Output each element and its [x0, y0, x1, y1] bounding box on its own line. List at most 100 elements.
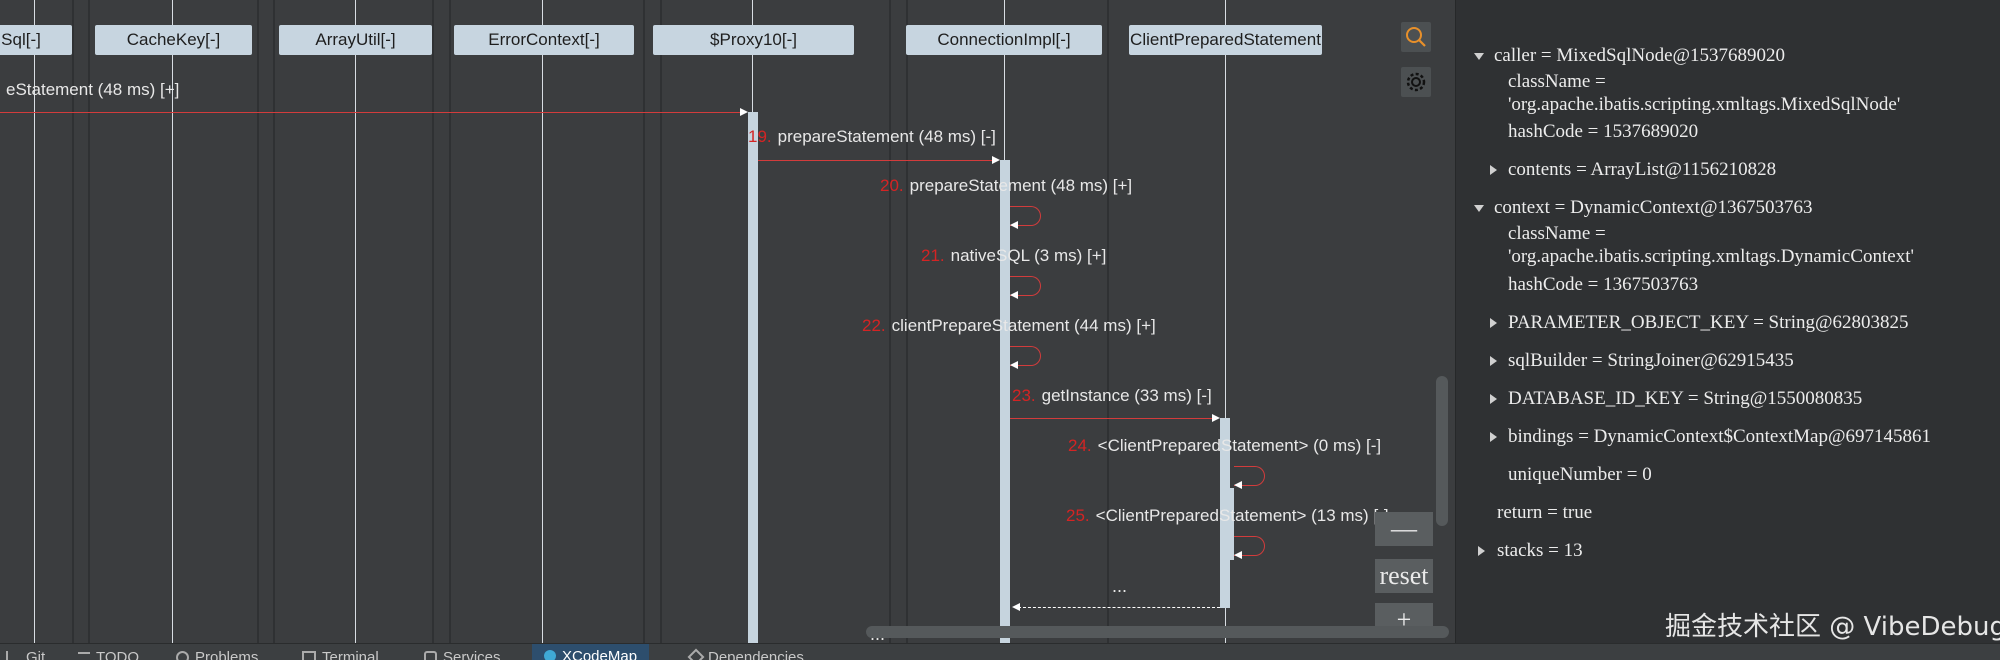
- arrow-head: [1010, 361, 1018, 369]
- expand-arrow-icon[interactable]: [1474, 205, 1484, 212]
- call-arrow: [758, 160, 992, 161]
- tree-row-text: caller = MixedSqlNode@1537689020: [1494, 44, 1964, 67]
- call-text: prepareStatement (48 ms) [-]: [778, 127, 996, 146]
- tree-row-text: className = 'org.apache.ibatis.scripting…: [1508, 70, 1978, 116]
- call-text: nativeSQL (3 ms) [+]: [951, 246, 1107, 265]
- tree-row-text: uniqueNumber = 0: [1508, 463, 1978, 486]
- tree-row-text: return = true: [1497, 501, 1967, 524]
- tree-row-text: stacks = 13: [1497, 539, 1967, 562]
- tab-label: Dependencies: [708, 649, 804, 660]
- tree-row-text: context = DynamicContext@1367503763: [1494, 196, 1964, 219]
- arrow-head: [1010, 291, 1018, 299]
- collapse-arrow-icon[interactable]: [1490, 318, 1497, 328]
- call-text: getInstance (33 ms) [-]: [1042, 386, 1212, 405]
- call-label[interactable]: 22. clientPrepareStatement (44 ms) [+]: [862, 316, 1156, 336]
- call-number: 22.: [862, 316, 886, 335]
- grid-line: [449, 0, 451, 643]
- tree-row-text: DATABASE_ID_KEY = String@1550080835: [1508, 387, 1978, 410]
- call-number: 20.: [880, 176, 904, 195]
- lifeline-errorcontext: [542, 0, 543, 643]
- lifeline-header-errorcontext[interactable]: ErrorContext[-]: [454, 25, 634, 55]
- call-label[interactable]: 19. prepareStatement (48 ms) [-]: [748, 127, 996, 147]
- ellipsis-label: ...: [1112, 576, 1127, 597]
- lifeline-arrayutil: [355, 0, 356, 643]
- arrow-head: [1234, 551, 1242, 559]
- tree-row-text: bindings = DynamicContext$ContextMap@697…: [1508, 425, 1998, 448]
- call-text: <ClientPreparedStatement> (0 ms) [-]: [1098, 436, 1381, 455]
- lifeline-header-proxy10[interactable]: $Proxy10[-]: [653, 25, 854, 55]
- tab-services[interactable]: Services: [424, 646, 501, 660]
- search-button[interactable]: [1401, 22, 1431, 52]
- tree-row[interactable]: className = 'org.apache.ibatis.scripting…: [1456, 70, 1996, 118]
- gear-icon: [1404, 70, 1428, 94]
- arrow-head: [1010, 221, 1018, 229]
- tab-git[interactable]: Git: [6, 646, 45, 660]
- grid-line: [432, 0, 434, 643]
- variables-panel[interactable]: caller = MixedSqlNode@1537689020 classNa…: [1455, 0, 2000, 643]
- tab-label: Services: [443, 649, 501, 660]
- lifeline-header-sql[interactable]: Sql[-]: [0, 25, 72, 55]
- dependencies-icon: [688, 649, 705, 660]
- lifeline-header-connectionimpl[interactable]: ConnectionImpl[-]: [906, 25, 1102, 55]
- search-icon: [1404, 25, 1428, 49]
- call-number: 25.: [1066, 506, 1090, 525]
- call-arrow: [1010, 418, 1212, 419]
- sequence-diagram[interactable]: Sql[-] CacheKey[-] ArrayUtil[-] ErrorCon…: [0, 0, 1455, 643]
- tab-todo[interactable]: TODO: [78, 646, 139, 660]
- tree-row-text: hashCode = 1367503763: [1508, 273, 1978, 296]
- call-number: 23.: [1012, 386, 1036, 405]
- settings-button[interactable]: [1401, 67, 1431, 97]
- tab-label: TODO: [96, 649, 139, 660]
- call-text: eStatement (48 ms) [+]: [6, 80, 179, 99]
- tab-problems[interactable]: Problems: [176, 646, 258, 660]
- grid-line: [660, 0, 662, 643]
- tree-row-text: className = 'org.apache.ibatis.scripting…: [1508, 222, 1978, 268]
- call-text: prepareStatement (48 ms) [+]: [910, 176, 1133, 195]
- tree-row-text: sqlBuilder = StringJoiner@62915435: [1508, 349, 1978, 372]
- tab-label: XCodeMap: [562, 648, 637, 660]
- collapse-arrow-icon[interactable]: [1490, 356, 1497, 366]
- tab-dependencies[interactable]: Dependencies: [690, 646, 804, 660]
- call-number: 24.: [1068, 436, 1092, 455]
- call-text: <ClientPreparedStatement> (13 ms) [-]: [1096, 506, 1389, 525]
- grid-line: [257, 0, 259, 643]
- collapse-arrow-icon[interactable]: [1490, 165, 1497, 175]
- grid-line: [643, 0, 645, 643]
- call-number: 21.: [921, 246, 945, 265]
- reset-button[interactable]: reset: [1375, 559, 1433, 593]
- call-label[interactable]: 23. getInstance (33 ms) [-]: [1012, 386, 1212, 406]
- call-number: 19.: [748, 127, 772, 146]
- tree-row-text: contents = ArrayList@1156210828: [1508, 158, 1978, 181]
- vertical-scrollbar[interactable]: [1436, 376, 1448, 526]
- call-label[interactable]: 21. nativeSQL (3 ms) [+]: [921, 246, 1106, 266]
- lifeline-header-cachekey[interactable]: CacheKey[-]: [95, 25, 252, 55]
- arrow-head: [1234, 481, 1242, 489]
- call-arrow: [0, 112, 740, 113]
- call-label[interactable]: 25. <ClientPreparedStatement> (13 ms) [-]: [1066, 506, 1389, 526]
- activation-connectionimpl: [1000, 160, 1010, 643]
- collapse-arrow-icon[interactable]: [1478, 546, 1485, 556]
- tree-row-text: hashCode = 1537689020: [1508, 120, 1978, 143]
- arrow-head: [1212, 414, 1220, 422]
- zoom-out-button[interactable]: —: [1375, 512, 1433, 546]
- arrow-head: [740, 108, 748, 116]
- watermark: 掘金技术社区 @ VibeDebug: [1665, 606, 2000, 643]
- call-label[interactable]: 20. prepareStatement (48 ms) [+]: [880, 176, 1132, 196]
- call-text: clientPrepareStatement (44 ms) [+]: [892, 316, 1156, 335]
- collapse-arrow-icon[interactable]: [1490, 432, 1497, 442]
- tree-row[interactable]: className = 'org.apache.ibatis.scripting…: [1456, 222, 1996, 270]
- call-label[interactable]: 24. <ClientPreparedStatement> (0 ms) [-]: [1068, 436, 1381, 456]
- tab-label: Git: [26, 649, 45, 660]
- lifeline-header-clientpreparedstatement[interactable]: ClientPreparedStatement: [1129, 25, 1322, 55]
- activation-proxy10: [748, 112, 758, 643]
- horizontal-scrollbar[interactable]: [866, 626, 1449, 638]
- lifeline-header-arrayutil[interactable]: ArrayUtil[-]: [279, 25, 432, 55]
- tab-xcodemap[interactable]: XCodeMap: [532, 644, 649, 660]
- return-arrow: [1018, 607, 1220, 608]
- expand-arrow-icon[interactable]: [1474, 53, 1484, 60]
- tab-label: Terminal: [322, 649, 379, 660]
- collapse-arrow-icon[interactable]: [1490, 394, 1497, 404]
- call-label[interactable]: eStatement (48 ms) [+]: [0, 80, 179, 100]
- tab-terminal[interactable]: Terminal: [302, 646, 379, 660]
- grid-line: [273, 0, 275, 643]
